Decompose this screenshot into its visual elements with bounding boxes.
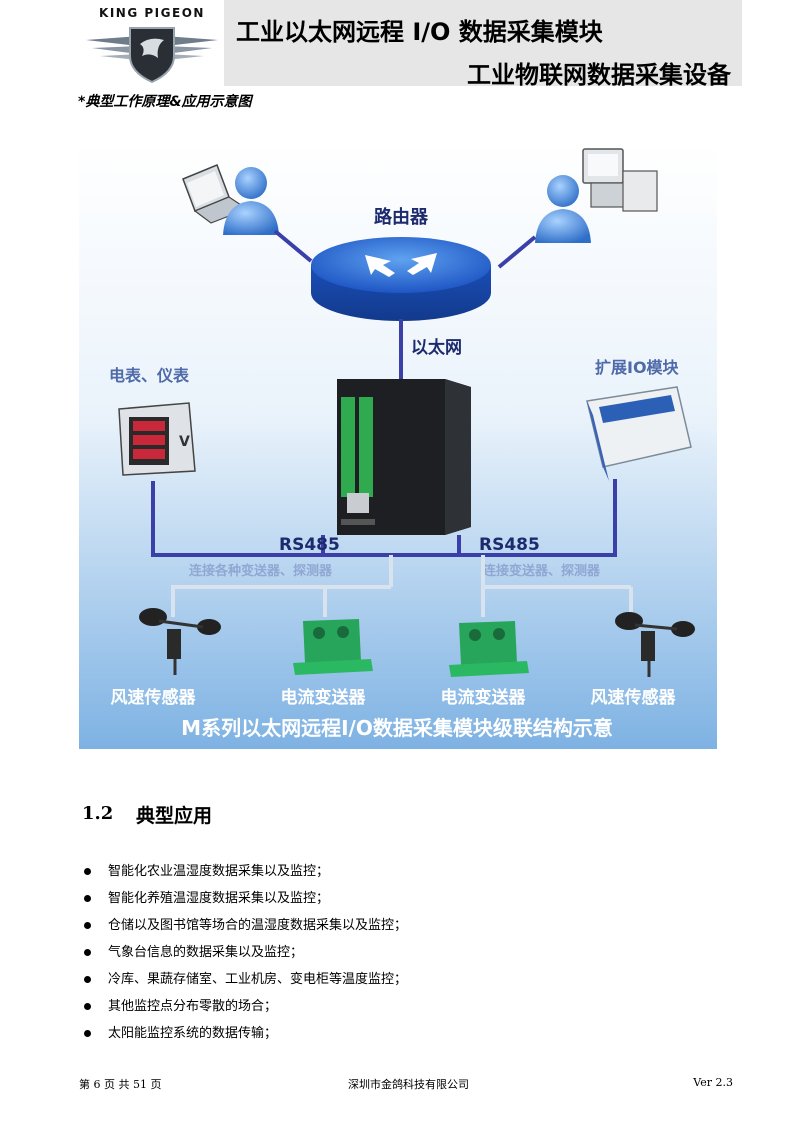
sensor-wiring-left — [171, 555, 393, 617]
m-series-module-icon — [337, 379, 471, 535]
list-item: 仓储以及图书馆等场合的温湿度数据采集以及监控； — [80, 916, 407, 943]
title-background — [224, 0, 742, 86]
figure-caption: *典型工作原理&应用示意图 — [78, 94, 252, 110]
sensor-label: 风速传感器 — [111, 687, 197, 708]
pigeon-emblem-icon — [86, 27, 218, 84]
router-label: 路由器 — [374, 206, 429, 228]
expansion-label: 扩展IO模块 — [595, 358, 680, 377]
sensor-label: 风速传感器 — [591, 687, 677, 708]
king-pigeon-logo: KING PIGEON — [78, 6, 226, 84]
bullet-icon — [84, 949, 91, 956]
rs485-label-left: RS485 — [279, 535, 340, 555]
link-line-right — [497, 235, 537, 269]
bullet-icon — [84, 976, 91, 983]
wind-speed-sensor-icon — [139, 608, 221, 675]
list-item: 冷库、果蔬存储室、工业机房、变电柜等温度监控； — [80, 970, 407, 997]
svg-text:V: V — [179, 434, 190, 450]
diagram-title: M系列以太网远程I/O数据采集模块级联结构示意 — [181, 716, 613, 740]
rs485-bus — [151, 479, 617, 557]
sensor-wiring-right — [481, 555, 633, 617]
connect-label-right: 连接变送器、探测器 — [483, 563, 601, 579]
rs485-label-right: RS485 — [479, 535, 540, 555]
list-item: 太阳能监控系统的数据传输； — [80, 1024, 407, 1051]
current-transmitter-icon — [449, 621, 529, 677]
application-list: 智能化农业温湿度数据采集以及监控； 智能化养殖温湿度数据采集以及监控； 仓储以及… — [80, 862, 407, 1051]
meter-label: 电表、仪表 — [109, 366, 190, 385]
company-name: 深圳市金鸽科技有限公司 — [348, 1078, 469, 1091]
user-desktop-icon — [535, 148, 658, 243]
list-item: 智能化养殖温湿度数据采集以及监控； — [80, 889, 407, 916]
list-item: 其他监控点分布零散的场合； — [80, 997, 407, 1024]
bullet-icon — [84, 1030, 91, 1037]
bullet-icon — [84, 1003, 91, 1010]
connect-label-left: 连接各种变送器、探测器 — [189, 563, 333, 579]
router-icon — [311, 237, 491, 321]
expansion-io-module-icon — [586, 386, 692, 481]
sensor-label: 电流变送器 — [281, 687, 367, 708]
doc-title: 工业以太网远程 I/O 数据采集模块 — [236, 18, 603, 46]
bullet-icon — [84, 868, 91, 875]
link-line-left — [273, 229, 313, 263]
version-label: Ver 2.3 — [693, 1076, 733, 1089]
section-number: 1.2 — [82, 803, 114, 824]
bullet-icon — [84, 922, 91, 929]
list-item: 智能化农业温湿度数据采集以及监控； — [80, 862, 407, 889]
doc-subtitle: 工业物联网数据采集设备 — [467, 61, 731, 89]
wind-speed-sensor-icon — [615, 612, 695, 677]
page-header: KING PIGEON 工业以太网远程 I/O 数据采集模块 工业物联网数据采集… — [0, 0, 793, 89]
current-transmitter-icon — [293, 619, 373, 675]
bullet-icon — [84, 895, 91, 902]
page-number: 第 6 页 共 51 页 — [79, 1078, 162, 1091]
ethernet-label: 以太网 — [411, 337, 462, 358]
user-laptop-icon — [182, 164, 279, 235]
power-meter-icon: V — [118, 402, 196, 476]
brand-name: KING PIGEON — [99, 6, 205, 20]
list-item: 气象台信息的数据采集以及监控； — [80, 943, 407, 970]
application-diagram: 路由器 以太网 电表、仪表 V 扩展IO模块 — [79, 141, 717, 749]
section-title: 典型应用 — [136, 805, 213, 827]
sensor-label: 电流变送器 — [441, 687, 527, 708]
